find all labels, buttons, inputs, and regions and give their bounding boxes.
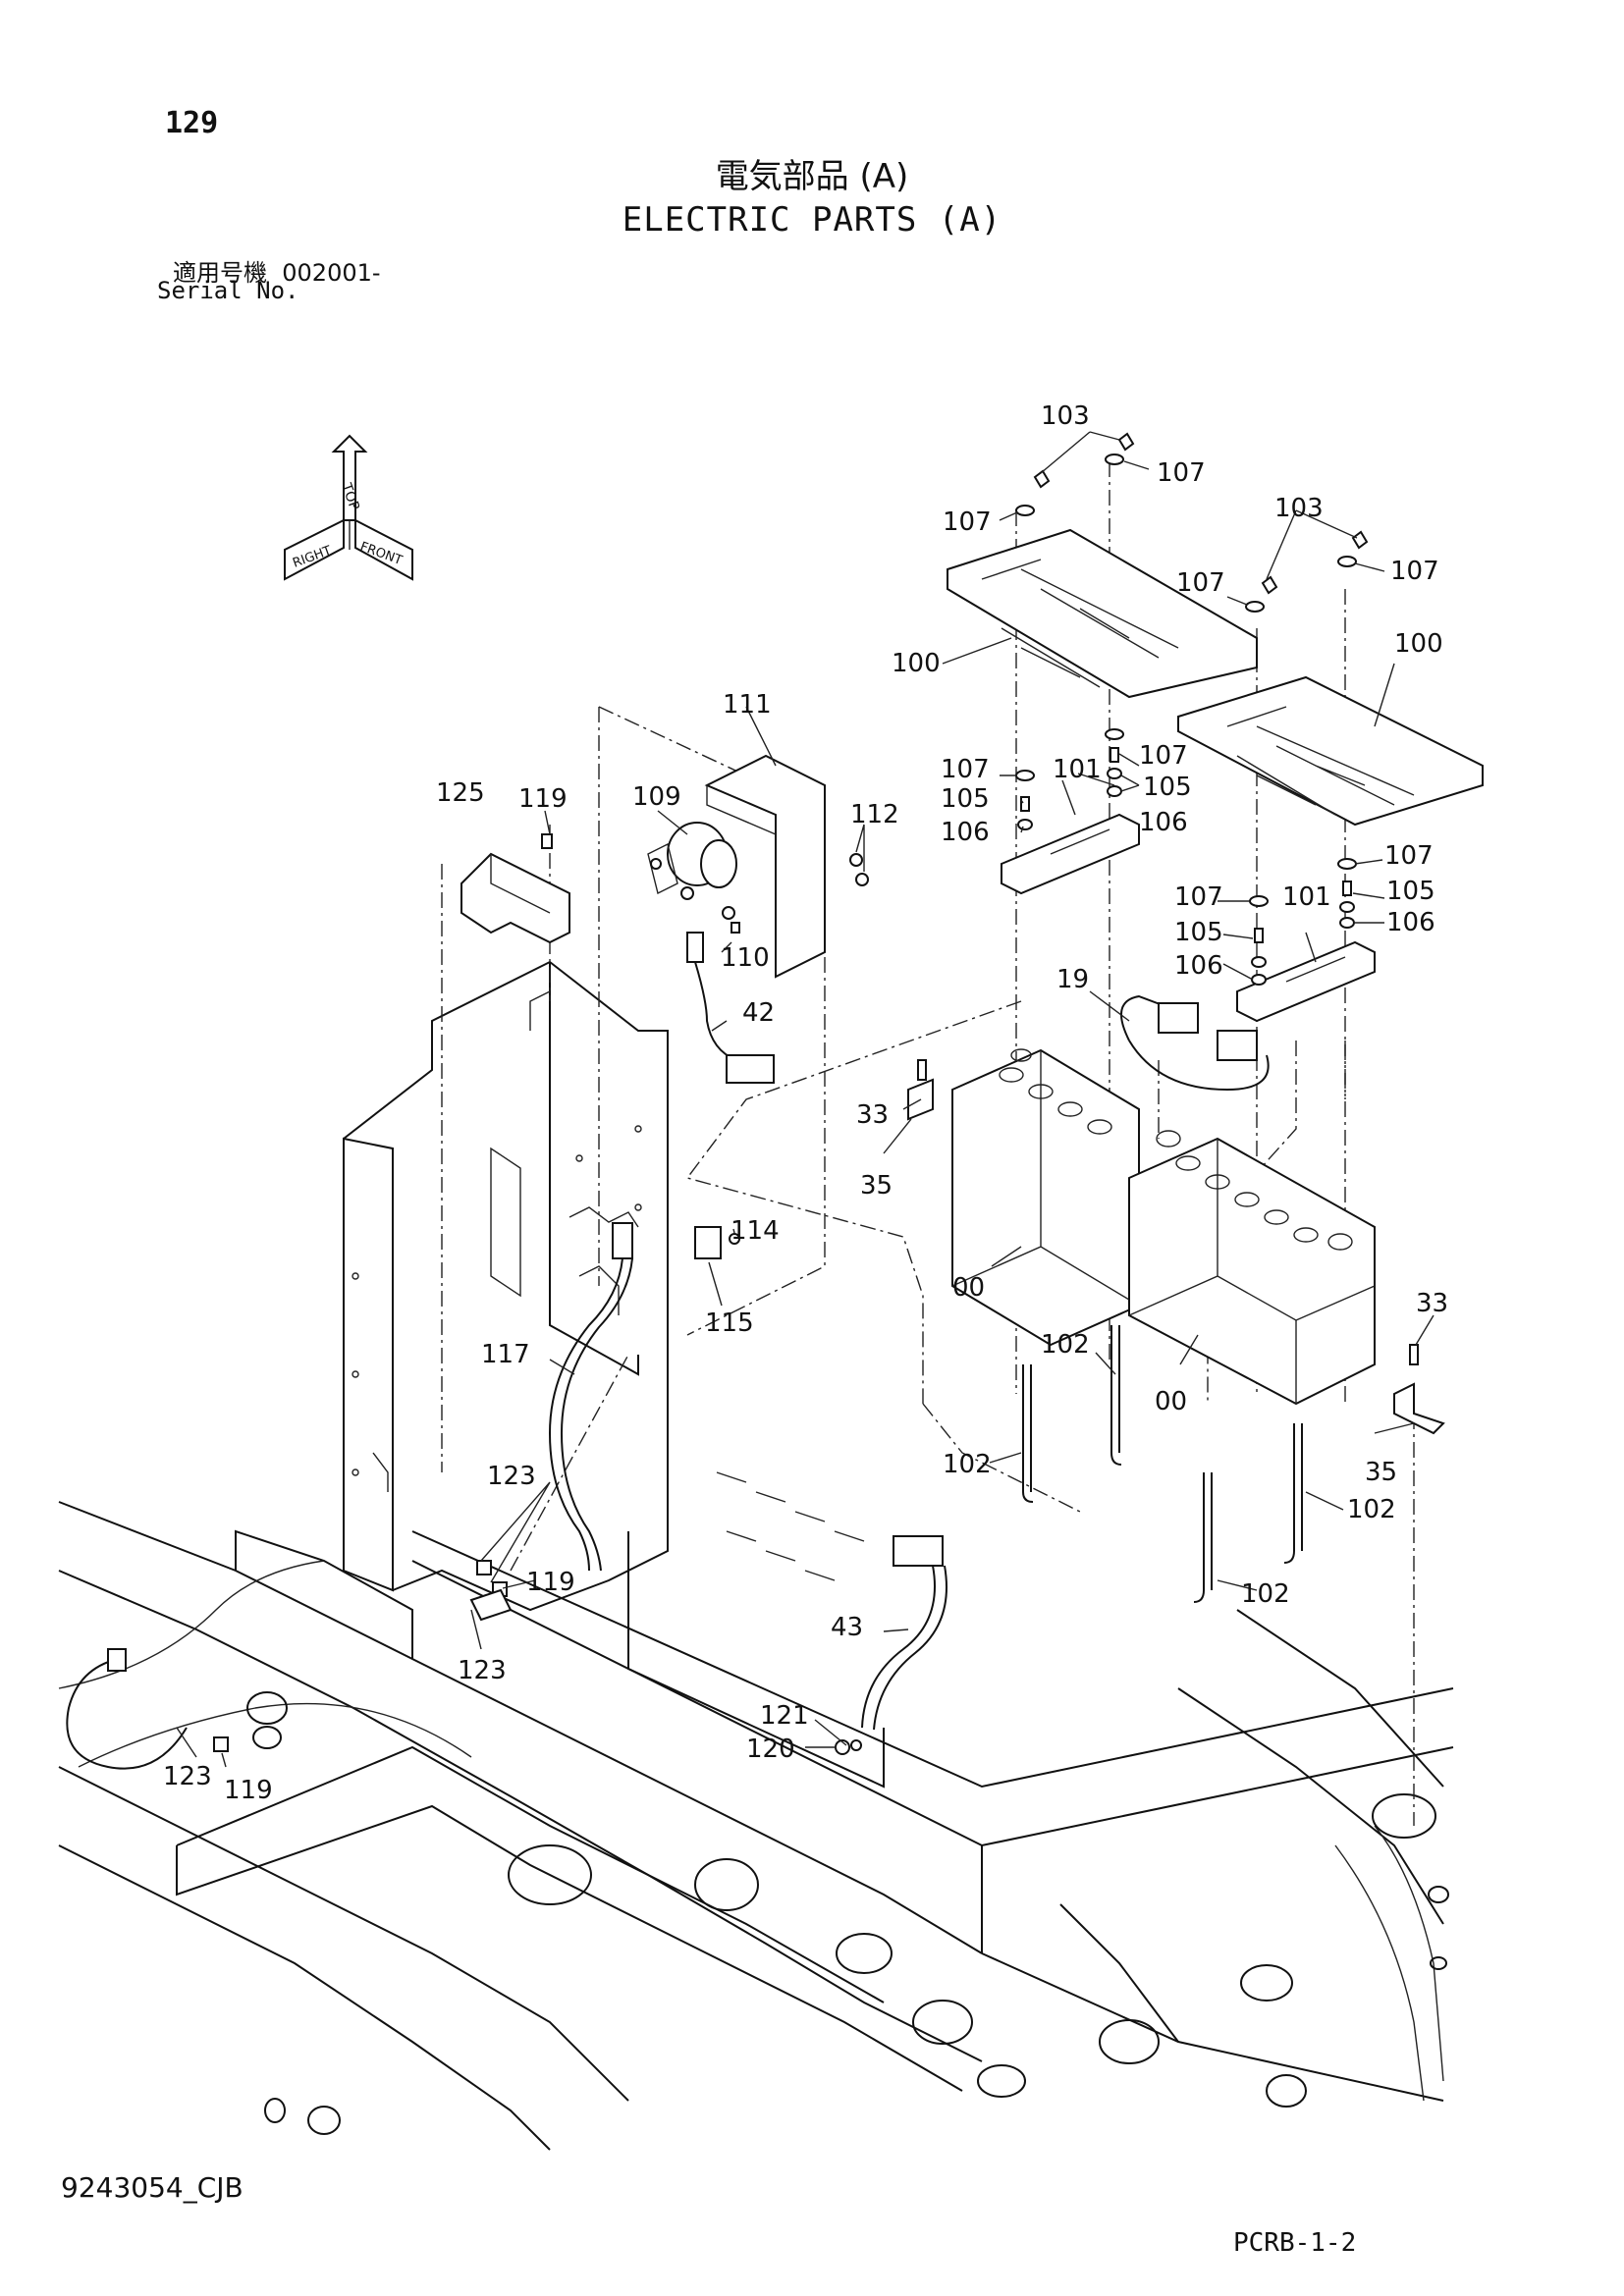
battery-holder-left [1001, 813, 1140, 895]
bracket [460, 833, 570, 944]
part-label-123: 123 [487, 1462, 536, 1491]
part-label-103: 103 [1274, 494, 1324, 523]
part-label-107: 107 [943, 507, 992, 537]
cable-42 [686, 932, 775, 1084]
part-label-19: 19 [1056, 965, 1089, 994]
part-label-111: 111 [723, 690, 772, 720]
left-arrow-icon [284, 518, 345, 581]
part-label-102: 102 [1241, 1579, 1290, 1609]
part-label-105: 105 [941, 784, 990, 814]
part-label-106: 106 [941, 818, 990, 847]
part-label-119: 119 [518, 784, 568, 814]
page-title-japanese: 電気部品 (A) [715, 157, 909, 196]
part-label-105: 105 [1143, 773, 1192, 802]
small-fasteners-relay [722, 853, 869, 934]
relay-cover [704, 754, 826, 979]
part-label-33: 33 [856, 1100, 889, 1130]
orientation-front-label: FRONT [358, 540, 405, 568]
upperstructure-frame [58, 1471, 1454, 2151]
drawing-id: 9243054_CJB [61, 2171, 244, 2204]
clamps-and-grounding [66, 1560, 862, 1770]
battery-left [951, 1048, 1181, 1347]
part-label-102: 102 [943, 1450, 992, 1479]
page-title-english: ELECTRIC PARTS (A) [622, 200, 1002, 240]
right-arrow-icon [354, 518, 413, 581]
page-code: PCRB-1-2 [1233, 2228, 1357, 2258]
cable-43 [861, 1535, 947, 1731]
battery-cover-right [1177, 675, 1484, 827]
serial-value: 002001- [282, 259, 381, 287]
cable-117 [548, 1222, 633, 1572]
part-label-107: 107 [1174, 882, 1223, 912]
part-label-107: 107 [1139, 741, 1188, 771]
j-bolts [1022, 1325, 1303, 1603]
part-label-106: 106 [1139, 808, 1188, 837]
part-label-101: 101 [1282, 882, 1331, 912]
serial-label-english: Serial No. [157, 277, 299, 304]
part-label-114: 114 [731, 1216, 780, 1246]
battery-cover-left [947, 528, 1258, 699]
part-label-102: 102 [1041, 1330, 1090, 1360]
part-label-112: 112 [850, 800, 899, 829]
part-label-121: 121 [760, 1701, 809, 1731]
part-label-00: 00 [1155, 1387, 1187, 1416]
part-label-107: 107 [1157, 458, 1206, 488]
part-label-101: 101 [1053, 755, 1102, 784]
part-label-119: 119 [224, 1776, 273, 1805]
part-label-103: 103 [1041, 401, 1090, 431]
part-label-109: 109 [632, 782, 681, 812]
side-panel [343, 960, 669, 1612]
part-label-123: 123 [458, 1656, 507, 1685]
orientation-right-label: RIGHT [291, 544, 333, 571]
part-label-117: 117 [481, 1340, 530, 1369]
page-number: 129 [165, 106, 219, 140]
part-label-35: 35 [860, 1171, 893, 1201]
serial-label-japanese: 適用号機 [173, 259, 267, 287]
part-label-107: 107 [1390, 557, 1439, 586]
part-label-100: 100 [1394, 629, 1443, 659]
fasteners-upper [1015, 432, 1369, 986]
part-label-115: 115 [705, 1308, 754, 1338]
part-label-106: 106 [1386, 908, 1435, 937]
part-label-106: 106 [1174, 951, 1223, 981]
part-label-107: 107 [941, 755, 990, 784]
part-label-107: 107 [1176, 568, 1225, 598]
part-label-43: 43 [831, 1613, 863, 1642]
part-label-110: 110 [721, 943, 770, 973]
cable-19 [1120, 994, 1270, 1092]
part-label-105: 105 [1174, 918, 1223, 947]
up-arrow-icon [331, 434, 368, 521]
leader-lines [176, 431, 1435, 1768]
part-label-125: 125 [436, 778, 485, 808]
battery-holder-right [1236, 940, 1376, 1023]
part-label-35: 35 [1365, 1458, 1397, 1487]
part-label-119: 119 [526, 1568, 575, 1597]
part-label-100: 100 [892, 649, 941, 678]
part-label-107: 107 [1384, 841, 1434, 871]
part-label-120: 120 [746, 1735, 795, 1764]
orientation-indicator: TOP RIGHT FRONT [284, 434, 413, 581]
part-number-labels: 103 107 107 103 107 107 100 100 111 125 … [163, 401, 1448, 1805]
serial-applicability: 適用号機 002001- [173, 253, 381, 288]
part-label-123: 123 [163, 1762, 212, 1791]
part-label-33: 33 [1416, 1289, 1448, 1318]
part-label-42: 42 [742, 998, 775, 1028]
part-label-105: 105 [1386, 877, 1435, 906]
orientation-top-label: TOP [338, 480, 362, 512]
battery-relay [647, 822, 737, 900]
battery-right [1128, 1137, 1376, 1406]
part-label-102: 102 [1347, 1495, 1396, 1524]
part-label-00: 00 [952, 1273, 985, 1303]
relay-115 [694, 1226, 740, 1259]
